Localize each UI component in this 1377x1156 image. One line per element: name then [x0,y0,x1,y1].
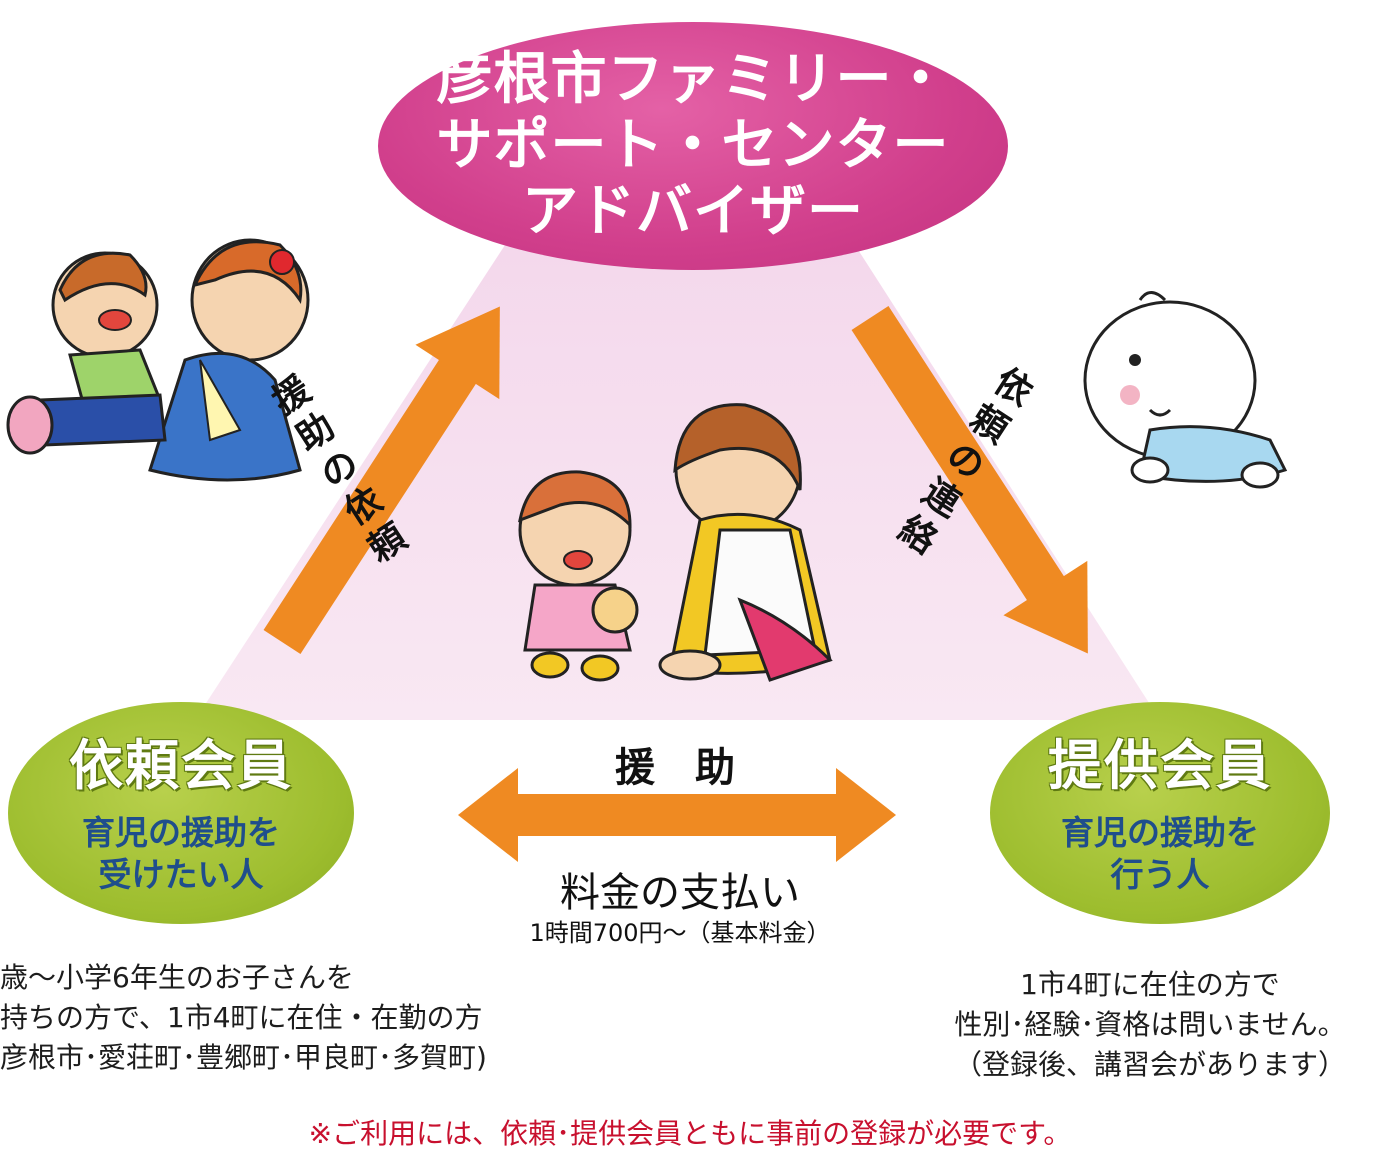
support-payment-arrow [458,768,896,862]
provider-note-line-2: 性別･経験･資格は問いません。 [954,1008,1346,1041]
fee-label: 1時間700円〜（基本料金） [529,919,831,947]
provider-member-oval: 提供会員 育児の援助を 行う人 [990,702,1330,924]
center-line-1: 彦根市ファミリー・ [436,47,950,112]
request-arrow [263,306,500,654]
crawling-baby-illustration [1083,291,1288,489]
center-line-3: アドバイザー [522,179,864,244]
requester-member-oval: 依頼会員 育児の援助を 受けたい人 [8,702,354,924]
payment-label: 料金の支払い [560,870,800,916]
center-oval: 彦根市ファミリー・ サポート・センター アドバイザー [378,22,1008,270]
support-label: 援 助 [615,745,735,791]
provider-note: 1市4町に在住の方で 性別･経験･資格は問いません。 （登録後、講習会があります… [930,965,1370,1085]
provider-description: 育児の援助を 行う人 [1061,812,1259,896]
parent-lifting-child-illustration [6,238,310,482]
caregiver-with-child-illustration [517,403,833,682]
requester-note-line-3: 彦根市･愛荘町･豊郷町･甲良町･多賀町) [0,1041,487,1074]
registration-notice: ※ご利用には、依頼･提供会員ともに事前の登録が必要です。 [308,1117,1072,1150]
provider-desc-line-2: 行う人 [1110,855,1210,894]
requester-desc-line-2: 受けたい人 [98,855,264,894]
provider-note-line-1: 1市4町に在住の方で [1020,968,1280,1001]
requester-title: 依頼会員 [69,734,293,797]
provider-note-line-3: （登録後、講習会があります） [953,1048,1346,1081]
provider-desc-line-1: 育児の援助を [1061,813,1259,852]
requester-note-line-2: 持ちの方で、1市4町に在住・在勤の方 [0,1001,483,1034]
requester-note-line-1: 歳〜小学6年生のお子さんを [0,961,354,994]
requester-note: 歳〜小学6年生のお子さんを 持ちの方で、1市4町に在住・在勤の方 彦根市･愛荘町… [0,958,560,1078]
provider-title: 提供会員 [1048,734,1272,797]
requester-desc-line-1: 育児の援助を [82,813,280,852]
requester-description: 育児の援助を 受けたい人 [82,812,280,896]
contact-arrow [851,306,1088,654]
center-line-2: サポート・センター [436,113,950,178]
